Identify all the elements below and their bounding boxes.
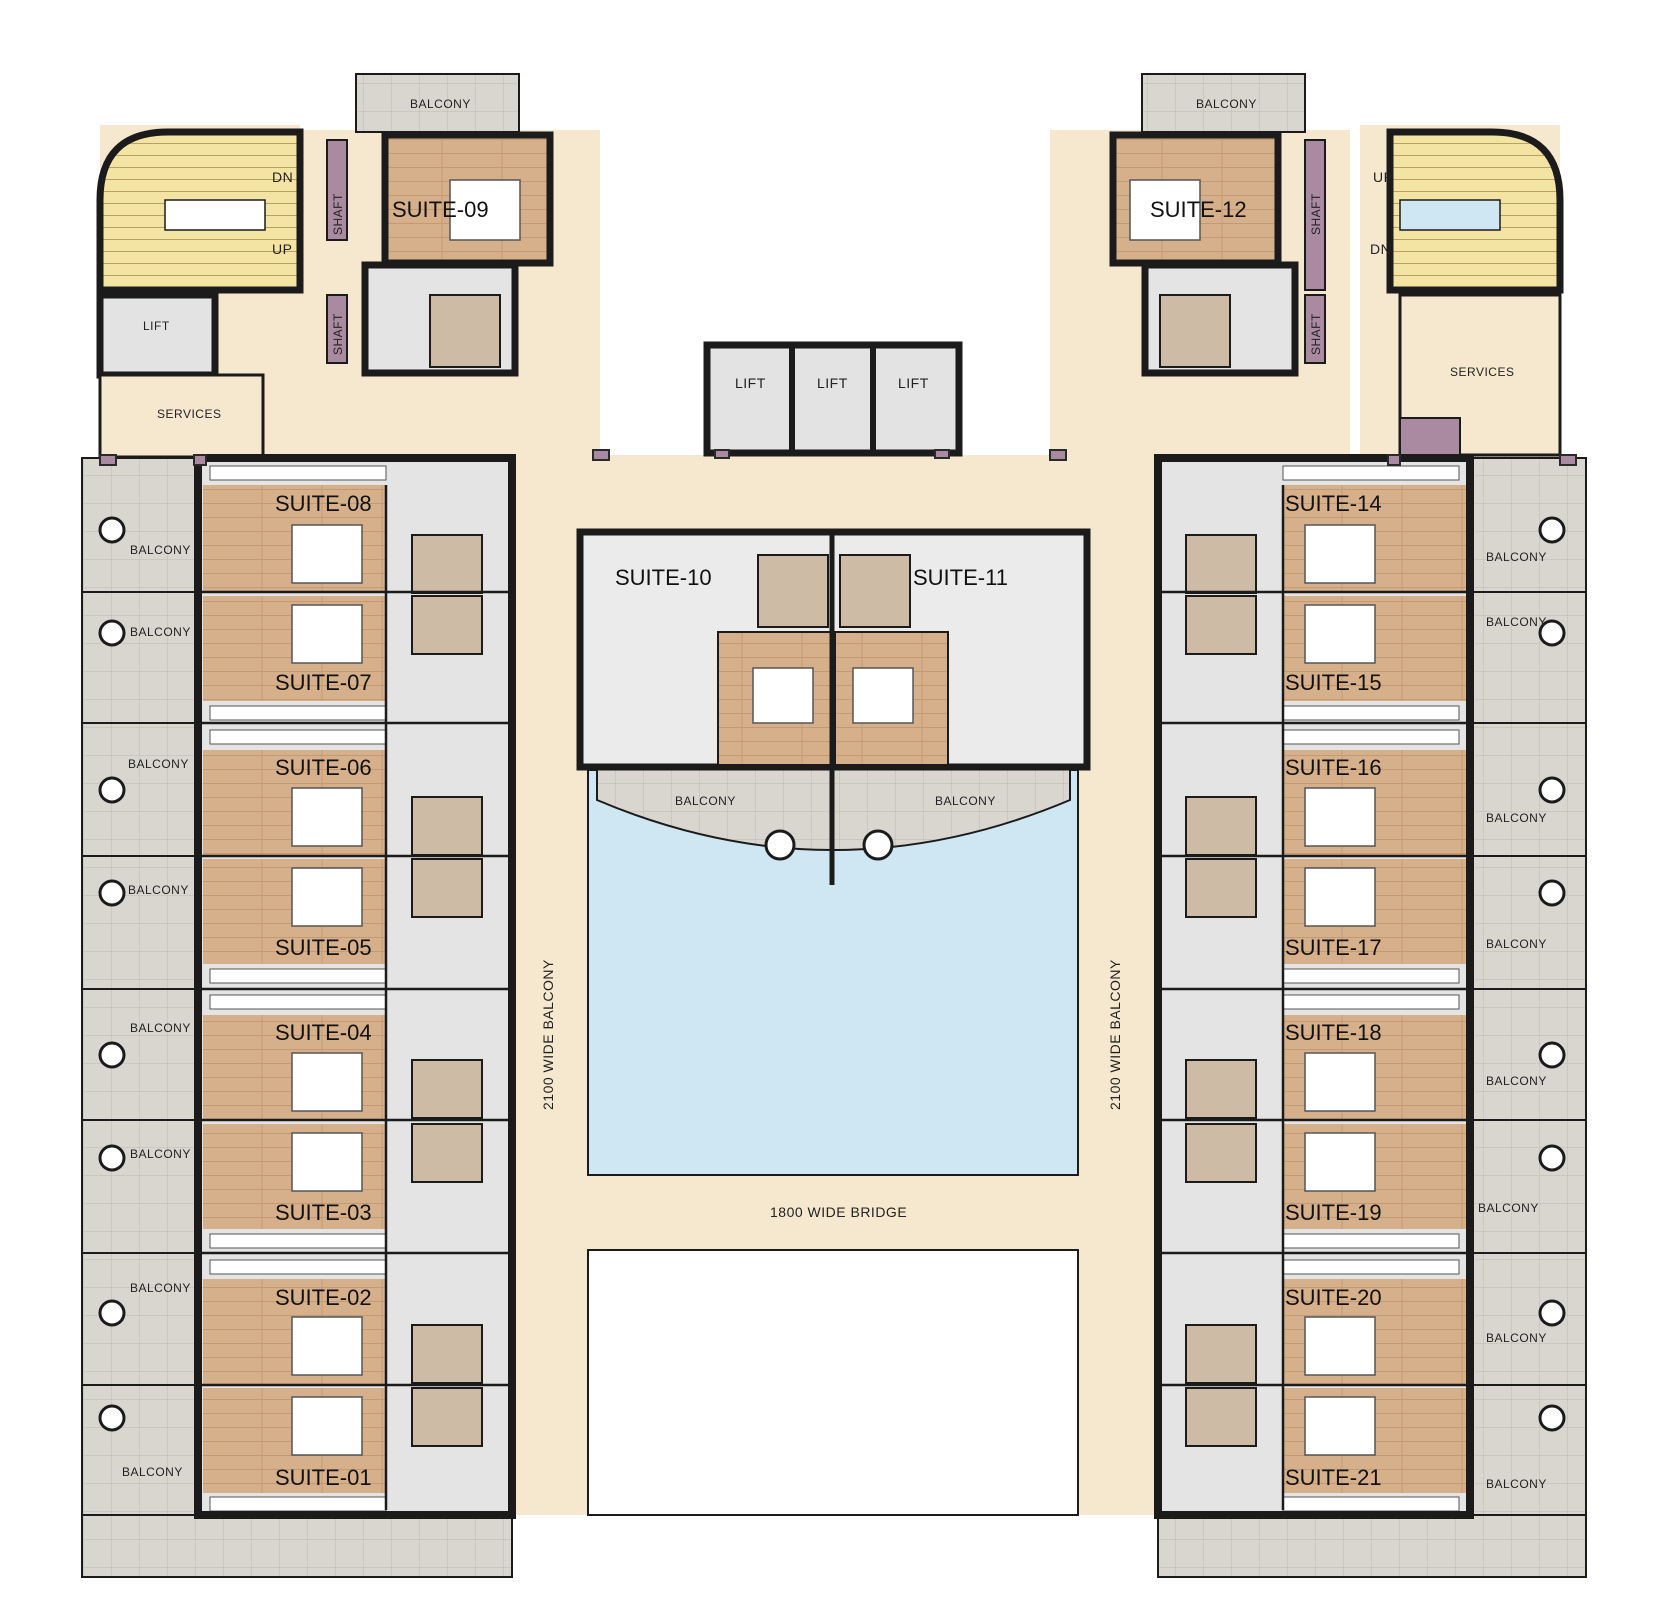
top-right-core xyxy=(1109,73,1564,457)
stair-dn-right: DN xyxy=(1370,241,1391,257)
services-label-left: SERVICES xyxy=(157,407,221,421)
balcony-label-s15: BALCONY xyxy=(1486,615,1547,629)
lift-label-1: LIFT xyxy=(735,375,766,391)
services-label-right: SERVICES xyxy=(1450,365,1514,379)
balcony-label-s20: BALCONY xyxy=(1486,1331,1547,1345)
balcony-label-s16: BALCONY xyxy=(1486,811,1547,825)
balcony-label-top-left: BALCONY xyxy=(410,97,471,111)
suite-label-04: SUITE-04 xyxy=(275,1020,372,1045)
balcony-label-top-right: BALCONY xyxy=(1196,97,1257,111)
balcony-label-s05: BALCONY xyxy=(128,883,189,897)
right-balcony-strip xyxy=(1157,457,1587,1578)
balcony-label-s08: BALCONY xyxy=(130,543,191,557)
stair-up-left: UP xyxy=(272,241,292,257)
suite-label-21: SUITE-21 xyxy=(1285,1465,1382,1490)
balcony-label-s18: BALCONY xyxy=(1486,1074,1547,1088)
balcony-label-s03: BALCONY xyxy=(130,1147,191,1161)
lift-label-2: LIFT xyxy=(817,375,848,391)
suite-label-19: SUITE-19 xyxy=(1285,1200,1382,1225)
left-suite-block xyxy=(198,458,512,1515)
central-suites xyxy=(576,528,1091,771)
suite-label-20: SUITE-20 xyxy=(1285,1285,1382,1310)
suite-label-14: SUITE-14 xyxy=(1285,491,1382,516)
suite-label-12: SUITE-12 xyxy=(1150,197,1247,222)
balcony-label-s19: BALCONY xyxy=(1478,1201,1539,1215)
shaft-label-4: SHAFT xyxy=(1309,313,1323,355)
suite-label-03: SUITE-03 xyxy=(275,1200,372,1225)
suite-label-15: SUITE-15 xyxy=(1285,670,1382,695)
balcony-label-suite11: BALCONY xyxy=(935,794,996,808)
stair-dn-left: DN xyxy=(272,169,293,185)
corridor-right-label: 2100 WIDE BALCONY xyxy=(1107,959,1123,1110)
top-left-core xyxy=(96,73,554,459)
shaft-label-3: SHAFT xyxy=(1309,193,1323,235)
balcony-label-s02: BALCONY xyxy=(130,1281,191,1295)
balcony-label-s04: BALCONY xyxy=(130,1021,191,1035)
walls xyxy=(99,449,1577,1519)
suite-label-09: SUITE-09 xyxy=(392,197,489,222)
balcony-label-s06: BALCONY xyxy=(128,757,189,771)
suite-label-02: SUITE-02 xyxy=(275,1285,372,1310)
right-suite-block xyxy=(1158,458,1470,1515)
lift-label-left: LIFT xyxy=(143,319,170,333)
suite-label-10: SUITE-10 xyxy=(615,565,712,590)
balcony-label-s21: BALCONY xyxy=(1486,1477,1547,1491)
suite-label-11: SUITE-11 xyxy=(913,565,1008,590)
suite-label-05: SUITE-05 xyxy=(275,935,372,960)
suite-label-17: SUITE-17 xyxy=(1285,935,1382,960)
balcony-label-s14: BALCONY xyxy=(1486,550,1547,564)
suite-label-06: SUITE-06 xyxy=(275,755,372,780)
balcony-tables xyxy=(98,516,1566,1432)
stair-up-right: UP xyxy=(1373,169,1393,185)
central-lift-core xyxy=(703,341,963,457)
suite-label-01: SUITE-01 xyxy=(275,1465,372,1490)
suite-label-16: SUITE-16 xyxy=(1285,755,1382,780)
shaft-label-1: SHAFT xyxy=(331,193,345,235)
balcony-label-s01: BALCONY xyxy=(122,1465,183,1479)
lift-label-3: LIFT xyxy=(898,375,929,391)
balcony-label-suite10: BALCONY xyxy=(675,794,736,808)
bridge-label: 1800 WIDE BRIDGE xyxy=(770,1204,907,1220)
balcony-label-s17: BALCONY xyxy=(1486,937,1547,951)
suite-label-18: SUITE-18 xyxy=(1285,1020,1382,1045)
labels: SUITE-09 SUITE-12 SUITE-10 SUITE-11 SUIT… xyxy=(122,97,1547,1491)
suite-label-08: SUITE-08 xyxy=(275,491,372,516)
pool-area xyxy=(587,764,1079,1516)
balcony-label-s07: BALCONY xyxy=(130,625,191,639)
shaft-label-2: SHAFT xyxy=(331,313,345,355)
corridor-left-label: 2100 WIDE BALCONY xyxy=(540,959,556,1110)
suite-label-07: SUITE-07 xyxy=(275,670,372,695)
